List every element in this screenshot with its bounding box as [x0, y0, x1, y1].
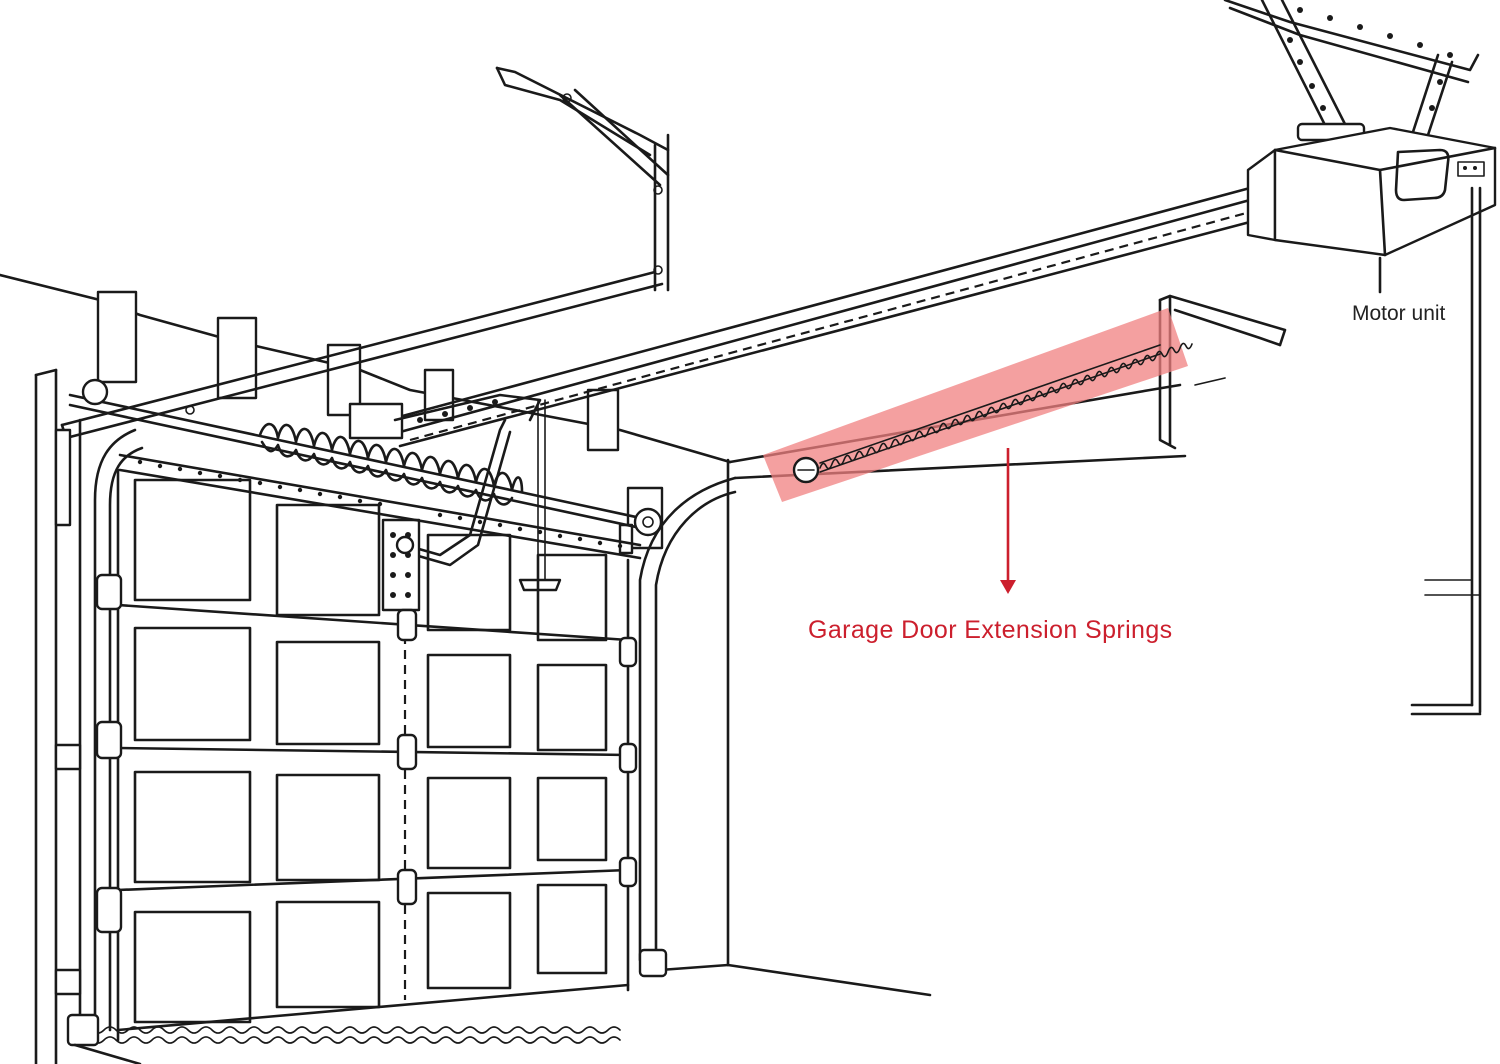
door-hinges — [95, 573, 638, 934]
counterbalance-shaft — [68, 378, 663, 537]
torsion-spring — [258, 422, 524, 506]
opener-arm — [381, 399, 562, 612]
room-walls — [0, 273, 932, 997]
opener-rail — [348, 186, 1252, 448]
garage-door — [116, 468, 630, 1042]
ceiling-bracket-left — [495, 66, 670, 292]
extension-spring — [792, 342, 1193, 484]
right-vertical-track — [618, 476, 737, 962]
extension-springs-label: Garage Door Extension Springs — [808, 616, 1173, 644]
motor-unit-label: Motor unit — [1352, 302, 1446, 325]
left-vertical-track — [93, 428, 144, 1032]
spring-callout-arrow — [1000, 448, 1016, 594]
door-jamb-left — [34, 368, 82, 1064]
bottom-cable — [66, 948, 668, 1064]
extension-spring-highlight — [763, 308, 1193, 502]
ceiling-bracket-right — [1223, 0, 1480, 142]
motor-unit — [1246, 126, 1497, 294]
control-wire — [1410, 186, 1482, 716]
